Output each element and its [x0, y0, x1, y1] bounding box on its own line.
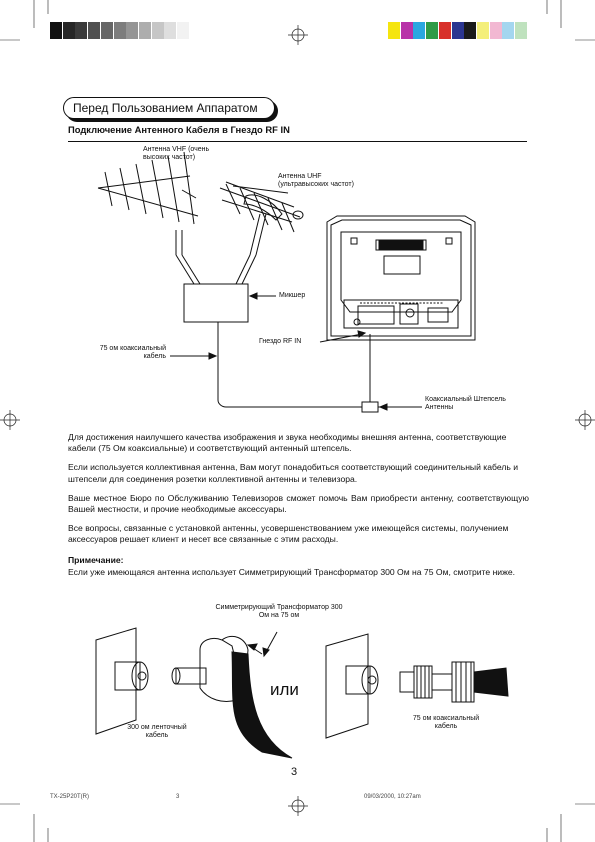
coax-cable-label-2: 75 ом коаксиальный кабель	[412, 715, 480, 731]
wall-outlet-icon-2	[325, 633, 369, 739]
color-swatch	[388, 22, 400, 39]
ribbon-cable-label: 300 ом ленточный кабель	[127, 724, 187, 740]
color-swatch	[75, 22, 88, 39]
color-swatch	[451, 22, 464, 39]
footer-model: TX-25P20T(R)	[50, 794, 90, 800]
registration-mark-top	[288, 25, 308, 45]
mixer-icon	[183, 283, 249, 323]
color-swatch	[400, 22, 413, 39]
color-swatch	[502, 22, 515, 39]
body-text: Для достижения наилучшего качества изобр…	[68, 432, 529, 578]
coax-cable-line	[217, 322, 362, 408]
wall-outlet-icon	[95, 627, 137, 735]
color-swatch	[88, 22, 101, 39]
registration-mark-right	[575, 410, 595, 430]
color-swatch	[413, 22, 426, 39]
balun-label: Симметрирующий Трансформатор 300 Ом на 7…	[215, 604, 343, 620]
color-swatch	[476, 22, 489, 39]
color-swatch	[438, 22, 451, 39]
color-swatch	[100, 22, 113, 39]
vhf-antenna-label: Антенна VHF (очень высоких частот)	[143, 146, 210, 162]
page-number: 3	[291, 766, 298, 778]
paragraph-4: Все вопросы, связанные с установкой анте…	[68, 523, 509, 545]
footer-page: 3	[176, 794, 180, 800]
color-swatch	[113, 22, 126, 39]
paragraph-2: Если используется коллективная антенна, …	[68, 462, 519, 484]
rf-in-jack-label: Гнездо RF IN	[259, 338, 302, 345]
vhf-antenna-icon	[97, 151, 201, 285]
ribbon-cable-icon	[231, 651, 293, 759]
coax-cable-label: 75 ом коаксиальный кабель	[99, 345, 166, 361]
color-swatch	[515, 22, 527, 39]
section-title-box: Перед Пользованием Аппаратом	[63, 97, 275, 119]
color-swatch	[62, 22, 75, 39]
color-swatch	[489, 22, 502, 39]
subtitle: Подключение Антенного Кабеля в Гнездо RF…	[68, 124, 290, 135]
color-swatch	[464, 22, 477, 39]
note-text: Если уже имеющаяся антенна использует Си…	[68, 566, 516, 577]
color-swatch	[164, 22, 177, 39]
color-swatch	[177, 22, 189, 39]
uhf-antenna-icon	[219, 181, 304, 285]
color-swatch	[426, 22, 439, 39]
coax-plug-label: Коаксиальный Штепсель Антенны	[425, 396, 506, 412]
color-swatch	[138, 22, 151, 39]
color-swatch	[50, 22, 62, 39]
footer-timestamp: 09/03/2000, 10:27am	[364, 794, 421, 800]
coax-connector-icon	[399, 661, 475, 703]
section-title: Перед Пользованием Аппаратом	[73, 101, 258, 115]
mixer-label: Микшер	[279, 292, 306, 299]
color-swatch	[151, 22, 164, 39]
uhf-antenna-label: Антенна UHF (ультравысоких частот)	[278, 173, 354, 189]
title-rule	[68, 141, 527, 142]
paragraph-3: Ваше местное Бюро по Обслуживанию Телеви…	[68, 492, 529, 514]
note-label: Примечание:	[68, 555, 124, 566]
registration-mark-left	[0, 410, 20, 430]
tv-back-icon	[326, 215, 476, 341]
registration-mark-bottom	[288, 796, 308, 816]
color-swatch	[126, 22, 139, 39]
paragraph-1: Для достижения наилучшего качества изобр…	[68, 432, 507, 454]
or-label: или	[270, 680, 299, 699]
